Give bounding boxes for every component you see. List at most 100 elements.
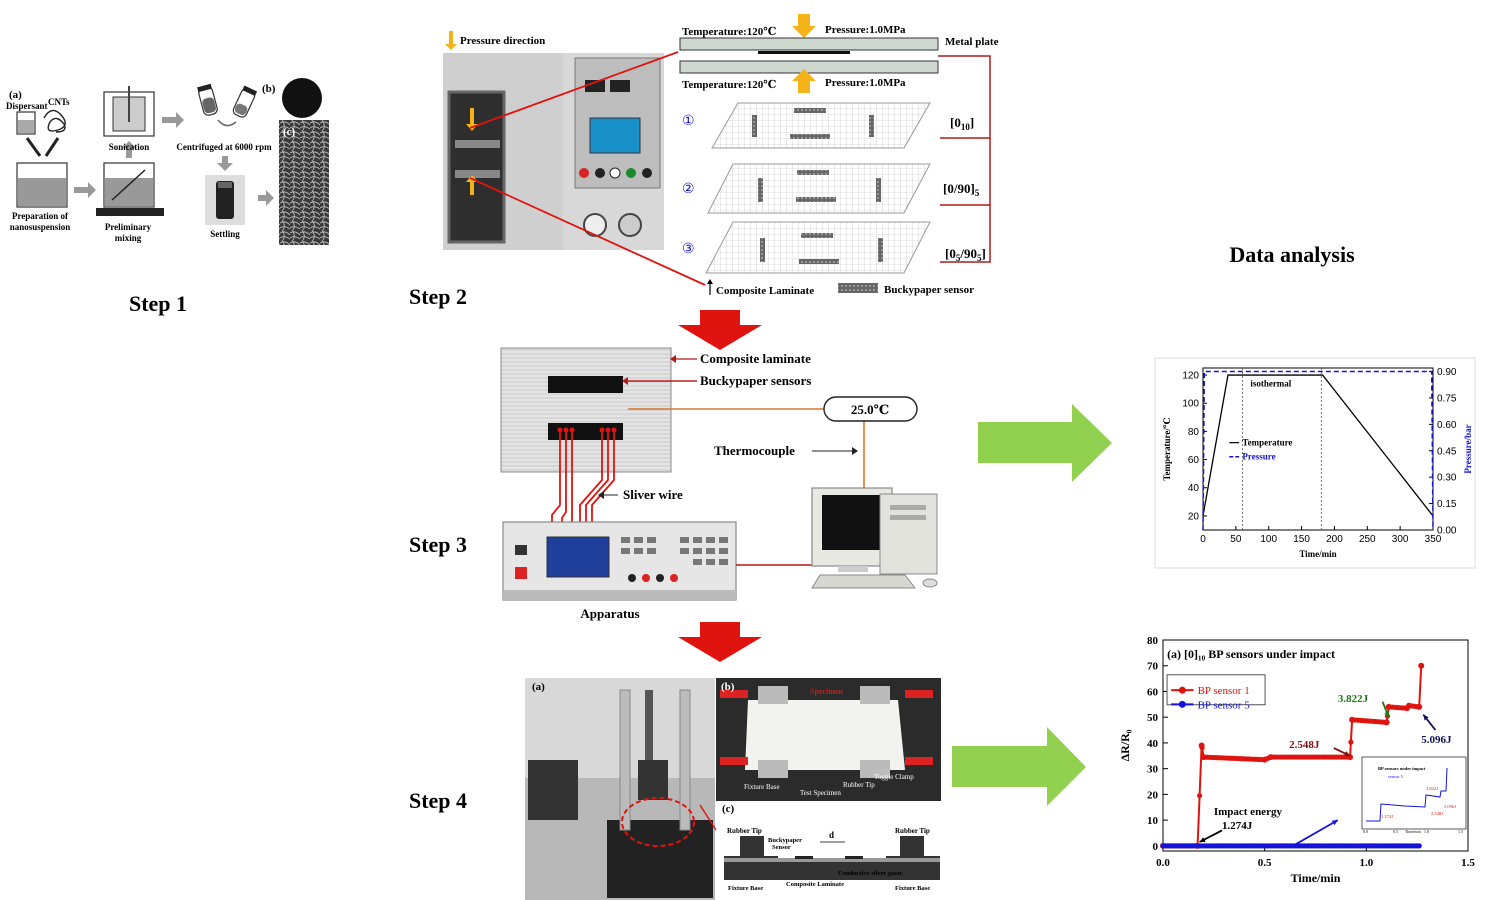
specimen-layer [758, 51, 850, 54]
cure-chart-legend: Temperature Pressure [1229, 438, 1292, 462]
impact-inset-chart: BP sensors under impact sensor 5 1.274J … [1361, 756, 1467, 834]
bp-sensor-1-vertex-7 [1349, 716, 1356, 723]
fixture-base-left-label: Fixture Base [728, 885, 763, 892]
inset-xlabel: Time/min [1405, 829, 1421, 834]
control-knob-green [626, 168, 636, 178]
cure-ytick2-label-0: 0.00 [1437, 526, 1457, 537]
cure-ytick2-label-5: 0.75 [1437, 393, 1457, 404]
laminate-3 [705, 221, 931, 274]
impact-energy-annotation: Impact energy [1214, 806, 1283, 818]
bp-sensor-1-vertex-13 [1418, 662, 1425, 669]
inset-xtick-1: 0.5 [1393, 829, 1398, 834]
cure-ytick-label-4: 100 [1182, 399, 1199, 410]
layup-label-1: [010] [950, 115, 974, 132]
cure-chart-xlabel: Time/min [1299, 549, 1336, 559]
bp-sensor-1-vertex-8 [1383, 719, 1390, 726]
cure-xtick-label-1: 50 [1230, 534, 1242, 545]
arrow-5096-head [1423, 714, 1429, 721]
cure-ytick2-label-2: 0.30 [1437, 473, 1457, 484]
metal-plate-top [679, 37, 939, 51]
arrow-1274-head [1199, 837, 1206, 842]
red-arrow-step3-4 [678, 622, 762, 662]
buckypaper-photo [282, 78, 322, 118]
gap-d-label: d [829, 830, 834, 840]
dispersant-liquid [18, 120, 34, 133]
mixing-liquid [105, 178, 153, 206]
test-specimen-photo [745, 700, 905, 770]
pressure-top-label: Pressure:1.0MPa [825, 24, 906, 36]
step3-title: Step 3 [409, 532, 467, 557]
bp-sensor-1-vertex-9 [1385, 703, 1392, 710]
cure-xtick-label-7: 350 [1425, 534, 1442, 545]
zoom-line-bottom [469, 177, 706, 286]
buckypaper-sensor-top [548, 376, 623, 393]
buckypaper-sensor-schematic-2: Sensor [772, 844, 791, 851]
composite-laminate-legend: Composite Laminate [716, 285, 814, 297]
buckypaper-sensor-legend: Buckypaper sensor [884, 284, 974, 296]
bp-sensor-1-point-15 [1197, 793, 1203, 799]
stirring-rod [111, 169, 146, 201]
cure-ytick-label-3: 80 [1188, 427, 1200, 438]
layup-number-3: ③ [682, 242, 695, 257]
data-analysis-title: Data analysis [1229, 242, 1355, 267]
buckypaper-sensors-label: Buckypaper sensors [700, 373, 811, 388]
cure-ytick2-label-4: 0.60 [1437, 420, 1457, 431]
bp-sensor-5-points [1160, 843, 1422, 849]
apparatus-power-switch [515, 567, 527, 579]
impact-chart-xlabel: Time/min [1291, 871, 1341, 885]
energy-1274-annotation: 1.274J [1222, 820, 1253, 832]
cure-xtick-label-2: 100 [1260, 534, 1277, 545]
settling-vial [216, 181, 234, 219]
step4-label-b: (b) [721, 681, 735, 693]
temperature-line [1202, 374, 1434, 517]
pressure-line [1202, 370, 1434, 531]
apparatus-device [502, 521, 737, 601]
impact-ytick-label-2: 20 [1147, 789, 1159, 801]
layup-bracket [938, 55, 991, 263]
control-knob-red [579, 168, 589, 178]
isothermal-annotation: isothermal [1250, 378, 1291, 388]
inset-xtick-2: 1.0 [1424, 829, 1429, 834]
sonication-label: Sonication [109, 142, 150, 152]
sem-image [279, 120, 329, 245]
bp-sensor-1-vertex-2 [1198, 742, 1205, 749]
buckypaper-sensor-schematic-1: Buckypaper [768, 837, 802, 844]
sliver-wire-label: Sliver wire [623, 487, 683, 502]
arrow-to-settling [217, 156, 233, 171]
computer-icon [811, 487, 938, 589]
layup-label-3: [05/905] [945, 246, 986, 263]
cure-xtick-label-6: 300 [1392, 534, 1409, 545]
legend-pressure: Pressure [1242, 452, 1275, 462]
rubber-tip-label: Rubber Tip [843, 781, 875, 789]
step4-title: Step 4 [409, 788, 467, 813]
inset-xtick-0: 0.0 [1363, 829, 1368, 834]
impact-ytick-label-0: 0 [1153, 841, 1159, 853]
centrifuged-label: Centrifuged at 6000 rpm [176, 142, 272, 152]
metal-plate-label: Metal plate [945, 36, 999, 48]
arrow-to-mixing [74, 182, 96, 198]
nanosuspension-liquid [18, 178, 66, 206]
prep-label-2: nanosuspension [10, 222, 71, 232]
step4-label-a: (a) [532, 681, 545, 693]
zoom-line-top [469, 51, 679, 129]
arrow-to-sem [258, 190, 274, 206]
cure-xtick-label-3: 150 [1293, 534, 1310, 545]
temp-top-label: Temperature:120℃ [682, 26, 776, 38]
impact-ytick-label-3: 30 [1147, 764, 1159, 776]
settling-label: Settling [210, 229, 240, 239]
bp-sensor-1-vertex-3 [1200, 754, 1207, 761]
inset-label-1: 1.274J [1381, 814, 1393, 819]
bp-sensor-1-vertex-5 [1267, 754, 1274, 761]
laminate-2 [707, 163, 931, 214]
impact-xtick-label-1: 0.5 [1258, 857, 1272, 869]
rubber-tip-right-label: Rubber Tip [895, 827, 930, 835]
step2-title: Step 2 [409, 284, 467, 309]
control-screen [589, 117, 641, 154]
impact-ytick-label-7: 70 [1147, 661, 1159, 673]
cure-ytick2-label-6: 0.90 [1437, 367, 1457, 378]
red-arrow-step2-3 [678, 310, 762, 350]
bp-sensor-5-point-105 [1416, 843, 1422, 849]
layup-label-2: [0/90]5 [943, 181, 980, 198]
